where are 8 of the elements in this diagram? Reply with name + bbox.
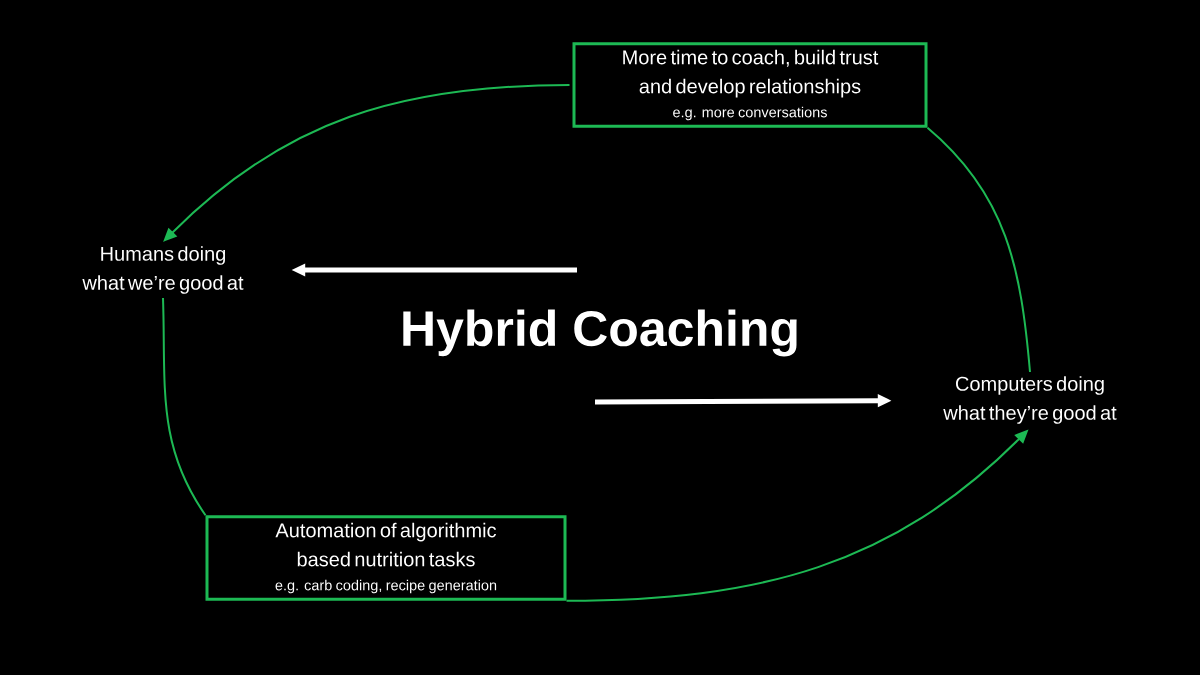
label-text: Humans doing what we’re good at xyxy=(82,246,244,294)
label-text: Computers doing what they’re good at xyxy=(943,376,1117,424)
text-box: More time to coach, build trust and develop relationships e.g. more conversations xyxy=(572,42,928,128)
connector-line xyxy=(162,297,207,517)
title: Hybrid Coaching xyxy=(403,309,797,357)
arrow xyxy=(163,84,571,242)
connector-line xyxy=(926,126,1031,373)
text-box: Automation of algorithmic based nutrition tasks e.g. carb coding, recipe generation xyxy=(205,515,567,601)
